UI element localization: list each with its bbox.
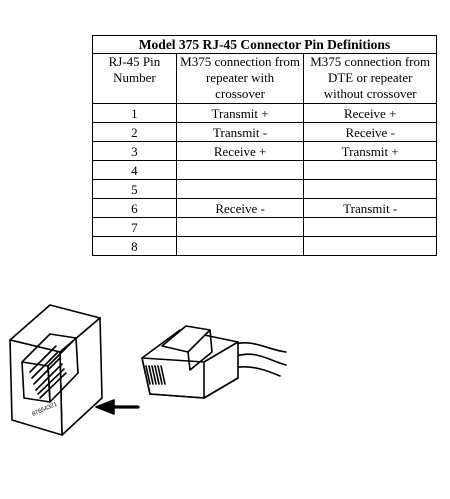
table-title: Model 375 RJ-45 Connector Pin Definition… — [92, 35, 437, 54]
header-with-crossover: M375 connection from repeater with cross… — [175, 53, 305, 104]
without-crossover-cell: Receive + — [303, 103, 437, 123]
header-pin-number: RJ-45 Pin Number — [92, 53, 177, 104]
table-row: 8 — [92, 236, 437, 256]
with-crossover-cell: Receive - — [175, 198, 305, 218]
without-crossover-cell: Transmit - — [303, 198, 437, 218]
header-without-crossover: M375 connection from DTE or repeater wit… — [303, 53, 437, 104]
pin-cell: 5 — [92, 179, 177, 199]
without-crossover-cell — [303, 217, 437, 237]
pin-cell: 6 — [92, 198, 177, 218]
table-row: 5 — [92, 179, 437, 199]
with-crossover-cell: Transmit - — [175, 122, 305, 142]
table-row: 1 Transmit + Receive + — [92, 103, 437, 123]
rj45-plug-icon — [141, 325, 287, 399]
rj45-jack-icon: 87654321 — [9, 304, 103, 436]
with-crossover-cell: Transmit + — [175, 103, 305, 123]
pin-cell: 4 — [92, 160, 177, 180]
table-row: 3 Receive + Transmit + — [92, 141, 437, 161]
without-crossover-cell — [303, 236, 437, 256]
without-crossover-cell — [303, 179, 437, 199]
table-row: 6 Receive - Transmit - — [92, 198, 437, 218]
table-row: 2 Transmit - Receive - — [92, 122, 437, 142]
with-crossover-cell — [175, 236, 305, 256]
pin-cell: 2 — [92, 122, 177, 142]
rj45-illustration: 87654321 — [9, 304, 287, 436]
pin-cell: 3 — [92, 141, 177, 161]
pin-definitions-table: Model 375 RJ-45 Connector Pin Definition… — [92, 35, 437, 256]
with-crossover-cell — [175, 179, 305, 199]
without-crossover-cell: Receive - — [303, 122, 437, 142]
with-crossover-cell: Receive + — [175, 141, 305, 161]
arrow-left-icon — [95, 399, 140, 415]
with-crossover-cell — [175, 217, 305, 237]
table-row: 7 — [92, 217, 437, 237]
pin-cell: 1 — [92, 103, 177, 123]
with-crossover-cell — [175, 160, 305, 180]
without-crossover-cell — [303, 160, 437, 180]
pin-cell: 7 — [92, 217, 177, 237]
without-crossover-cell: Transmit + — [303, 141, 437, 161]
pin-cell: 8 — [92, 236, 177, 256]
table-row: 4 — [92, 160, 437, 180]
